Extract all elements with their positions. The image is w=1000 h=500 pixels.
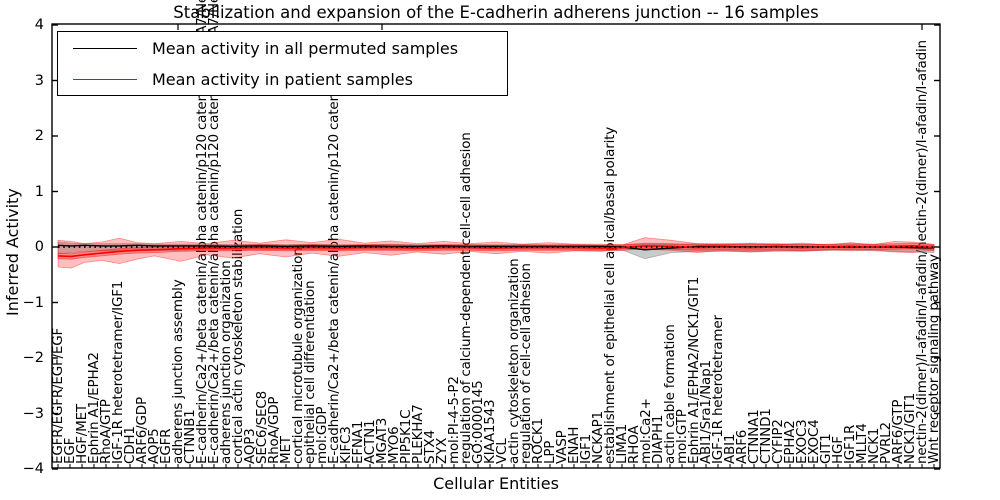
- y-tick-label: −3: [22, 405, 44, 422]
- series-line-0: [57, 244, 935, 251]
- band-patient-activity-range-inner: [57, 242, 935, 260]
- x-tick-label: establishment of epithelial cell apical/…: [602, 127, 618, 464]
- patient-line-swatch: [73, 78, 137, 80]
- legend-item-permuted: Mean activity in all permuted samples: [58, 33, 507, 64]
- y-tick-label: −4: [22, 461, 44, 477]
- x-tick-label: cortical actin cytoskeleton stabilizatio…: [230, 208, 246, 464]
- permuted-line-swatch: [73, 47, 137, 49]
- x-tick-label: E-cadherin/Ca2+/beta catenin/alpha caten…: [326, 81, 342, 464]
- band-permuted-activity-range: [57, 241, 935, 260]
- y-tick-label: 0: [34, 239, 44, 255]
- series-line-1: [57, 245, 935, 258]
- legend-label-permuted: Mean activity in all permuted samples: [152, 38, 459, 58]
- band-patient-activity-range-outer: [57, 237, 935, 269]
- y-tick-label: 1: [34, 183, 44, 200]
- chart-title: Stabilization and expansion of the E-cad…: [173, 3, 819, 22]
- y-tick-label: 2: [34, 128, 44, 144]
- legend-item-patient: Mean activity in patient samples: [58, 64, 507, 95]
- x-tick-label: Wnt receptor signaling pathway: [926, 254, 942, 464]
- x-axis-title: Cellular Entities: [433, 474, 559, 493]
- y-tick-label: 4: [34, 17, 44, 33]
- y-tick-label: −1: [22, 294, 44, 311]
- legend-label-patient: Mean activity in patient samples: [152, 69, 413, 89]
- legend: Mean activity in all permuted samples Me…: [57, 31, 508, 96]
- y-tick-label: −2: [22, 350, 44, 366]
- y-tick-label: 3: [34, 72, 44, 89]
